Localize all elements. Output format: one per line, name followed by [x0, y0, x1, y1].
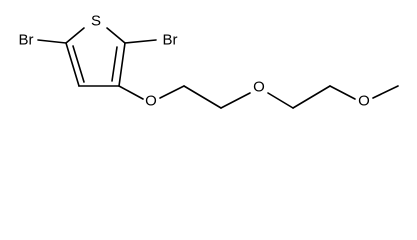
oxygen-aryl-ether-label: O	[145, 93, 157, 110]
bond-s-c2	[106, 27, 126, 44]
bond-c2-br	[124, 39, 157, 44]
bond-s-c5	[65, 27, 85, 44]
bond-c5-c4-double	[72, 45, 85, 83]
bond-ch2c-ch2d	[292, 85, 331, 109]
bromine-left-label: Br	[19, 32, 34, 49]
oxygen-middle-ether-label: O	[253, 79, 265, 96]
bond-ch2d-o3	[329, 85, 356, 100]
bond-ch2b-o2	[220, 92, 251, 109]
bond-o3-ch3	[372, 85, 399, 99]
oxygen-methoxy-label: O	[358, 93, 370, 110]
bond-o1-ch2a	[159, 85, 185, 99]
bond-c5-c4	[65, 42, 80, 87]
bond-o2-ch2c	[267, 92, 294, 109]
ether-chain	[118, 85, 399, 109]
thiophene-ring	[65, 27, 126, 87]
bond-c5-br	[37, 39, 67, 44]
chemical-structure-diagram: S Br Br O O O	[19, 13, 399, 110]
sulfur-atom-label: S	[91, 13, 101, 30]
bond-c3-c2	[118, 42, 126, 87]
bond-c3-o1	[118, 85, 144, 100]
bond-c3-c2-double	[111, 46, 118, 82]
bromine-right-label: Br	[163, 32, 178, 49]
bond-ch2a-ch2b	[183, 85, 222, 109]
